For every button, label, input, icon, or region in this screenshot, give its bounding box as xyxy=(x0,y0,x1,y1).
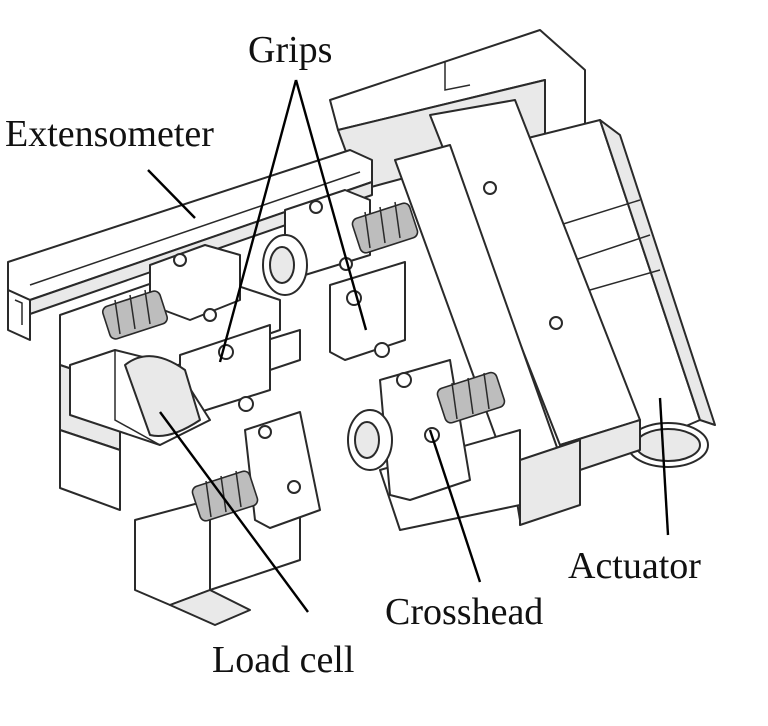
left-grip-block xyxy=(149,244,271,413)
spring-top-right xyxy=(351,201,419,254)
label-grips: Grips xyxy=(248,29,332,71)
leader-grips-right xyxy=(294,79,368,331)
leader-load-cell xyxy=(159,411,309,613)
spring-bottom-left xyxy=(191,470,259,522)
spring-left xyxy=(101,289,169,340)
pulley-top xyxy=(262,234,308,296)
spring-bottom-right xyxy=(436,371,506,424)
load-cell-block xyxy=(69,349,211,446)
pulley-bottom xyxy=(347,409,393,471)
label-load-cell: Load cell xyxy=(212,639,354,681)
actuator-cylinder xyxy=(519,119,716,468)
leader-extensometer xyxy=(147,169,196,219)
leader-crosshead xyxy=(428,429,482,583)
label-actuator: Actuator xyxy=(568,545,701,587)
leader-actuator xyxy=(658,397,670,536)
leader-grips-left xyxy=(218,79,298,363)
label-crosshead: Crosshead xyxy=(385,591,543,633)
label-extensometer: Extensometer xyxy=(5,113,214,155)
